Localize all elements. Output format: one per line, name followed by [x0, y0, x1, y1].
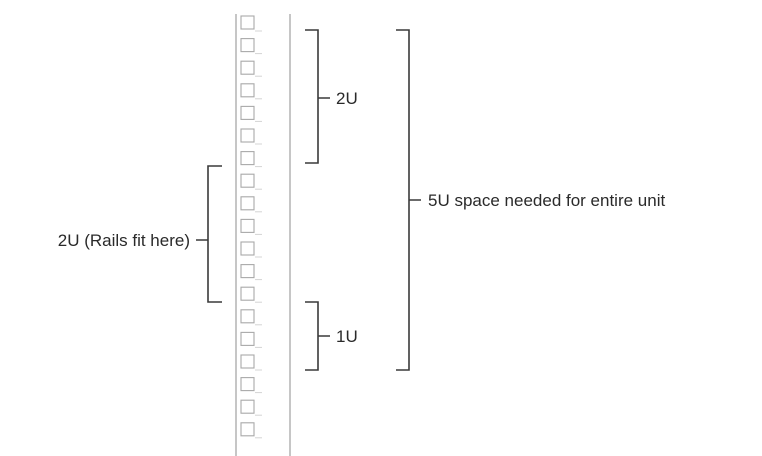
rail-hole: [240, 399, 255, 414]
bracket-rails-2u: 2U (Rails fit here): [58, 165, 222, 303]
rail-hole: [240, 83, 255, 98]
rail-hole: [240, 173, 255, 188]
bracket-top-2u-shape: [305, 29, 330, 164]
bracket-top-2u-label: 2U: [336, 89, 358, 108]
rail-hole: [240, 286, 255, 301]
rail-hole: [240, 15, 255, 30]
bracket-rails-2u-label: 2U (Rails fit here): [58, 231, 190, 250]
bracket-overall-5u-label: 5U space needed for entire unit: [428, 191, 665, 210]
rail-hole: [240, 354, 255, 369]
bracket-overall-5u: 5U space needed for entire unit: [396, 29, 665, 371]
bracket-bottom-1u-shape: [305, 301, 330, 371]
rail-hole: [240, 241, 255, 256]
rail-hole: [240, 151, 255, 166]
rail-hole: [240, 309, 255, 324]
bracket-rails-2u-shape: [196, 165, 222, 303]
rail-hole: [240, 60, 255, 75]
rail-hole: [240, 38, 255, 53]
rail-hole: [240, 218, 255, 233]
rail-hole: [240, 377, 255, 392]
rail-hole: [240, 422, 255, 437]
bracket-bottom-1u-label: 1U: [336, 327, 358, 346]
bracket-overall-5u-shape: [396, 29, 421, 371]
rail-hole: [240, 331, 255, 346]
rail-hole: [240, 105, 255, 120]
rack-rail: [235, 14, 291, 456]
rail-hole: [240, 128, 255, 143]
rail-hole: [240, 196, 255, 211]
bracket-bottom-1u: 1U: [305, 301, 358, 371]
bracket-top-2u: 2U: [305, 29, 358, 164]
rail-holes: [240, 15, 262, 439]
rail-hole: [240, 264, 255, 279]
